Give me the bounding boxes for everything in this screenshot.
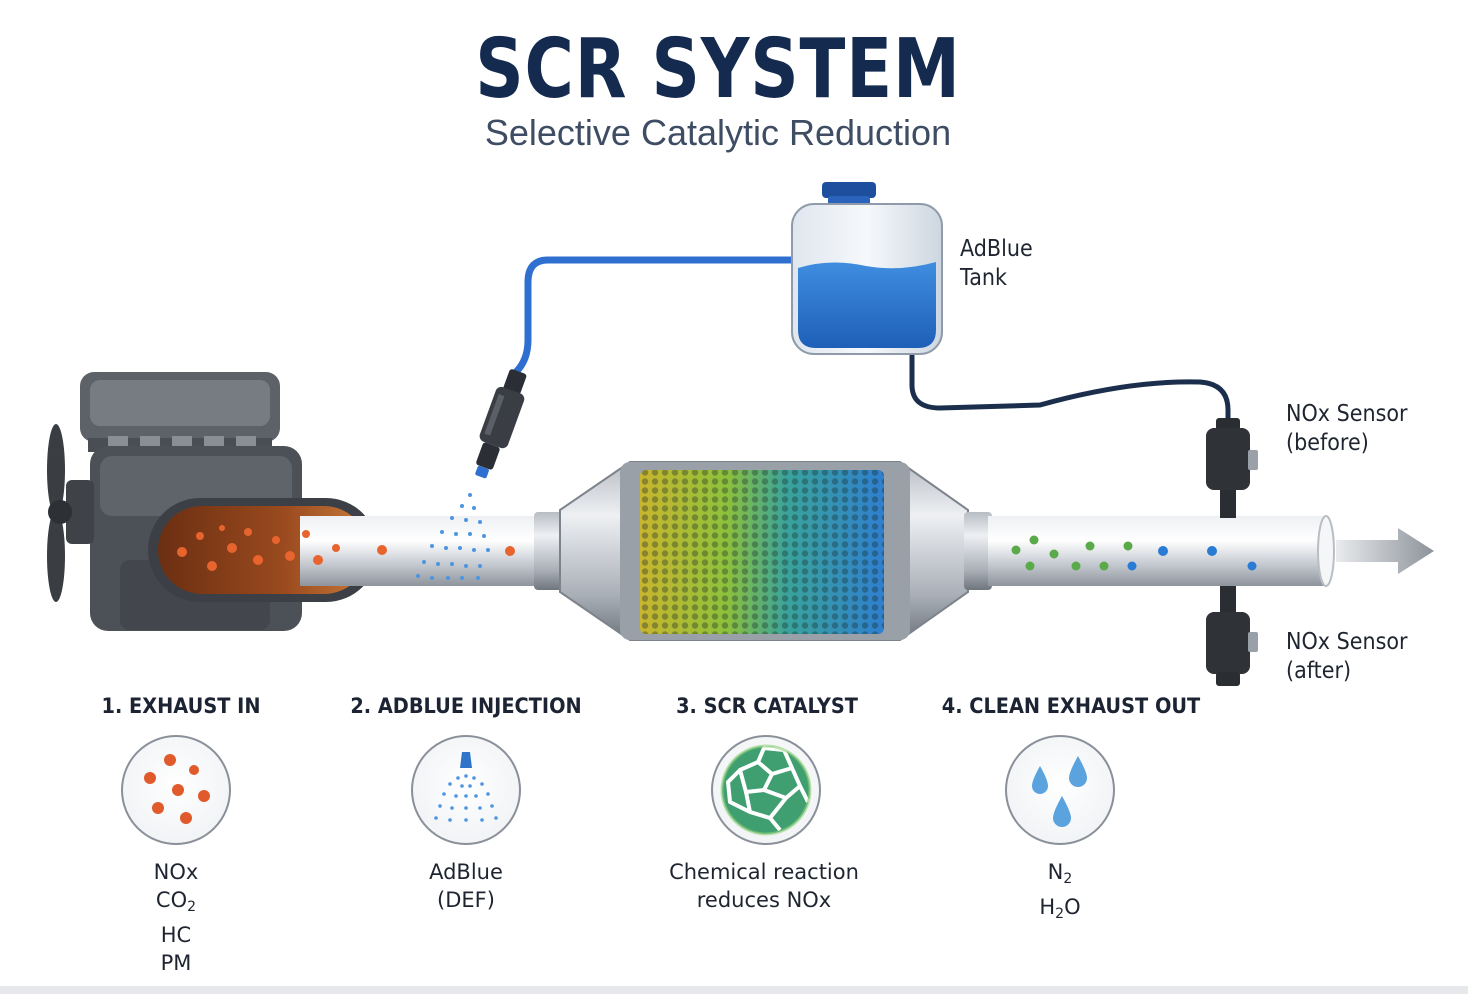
caption-reaction-line1: Chemical reaction: [669, 860, 859, 884]
adblue-tank-label-line2: Tank: [960, 265, 1008, 291]
scr-catalyst: [534, 461, 992, 641]
sensor-wire: [909, 347, 1231, 428]
icon-clean-exhaust: [1005, 735, 1115, 845]
step-title-scr-catalyst: 3. SCR CATALYST: [676, 694, 858, 718]
adblue-tank: [791, 182, 943, 355]
icon-exhaust-in: [121, 735, 231, 845]
adblue-tank-label: AdBlue Tank: [960, 235, 1033, 293]
nox-sensor-after-line1: NOx Sensor: [1286, 629, 1408, 655]
caption-def: (DEF): [437, 888, 495, 912]
exhaust-pipe-outlet: [988, 516, 1326, 586]
engine: [47, 372, 378, 631]
caption-co2: CO2: [155, 888, 197, 915]
nox-sensor-before-label: NOx Sensor (before): [1286, 400, 1408, 458]
adblue-injector: [475, 369, 527, 479]
caption-adblue: AdBlue: [429, 860, 503, 884]
caption-hc: HC: [160, 923, 192, 947]
page-title: SCR SYSTEM: [475, 22, 961, 117]
caption-scr-catalyst: Chemical reaction reduces NOx: [669, 858, 859, 914]
icon-scr-catalyst: [711, 735, 821, 845]
nox-sensor-before-line2: (before): [1286, 430, 1369, 456]
caption-exhaust-in: NOx CO2 HC PM: [154, 858, 199, 977]
nox-sensor-after: [1206, 586, 1258, 686]
step-title-exhaust-in: 1. EXHAUST IN: [101, 694, 261, 718]
caption-pm: PM: [160, 951, 192, 975]
step-title-adblue-injection: 2. ADBLUE INJECTION: [350, 694, 582, 718]
caption-nox: NOx: [153, 860, 199, 884]
caption-reaction-line2: reduces NOx: [696, 888, 832, 912]
nox-sensor-after-line2: (after): [1286, 658, 1352, 684]
exhaust-out-arrow: [1336, 528, 1434, 574]
caption-clean-exhaust: N2 H2O: [1039, 858, 1080, 928]
exhaust-particles: [177, 525, 515, 571]
clean-exhaust-particles: [1011, 535, 1257, 571]
adblue-supply-line: [512, 256, 804, 376]
page-subtitle: Selective Catalytic Reduction: [484, 112, 952, 153]
adblue-tank-label-line1: AdBlue: [960, 236, 1033, 262]
caption-adblue-injection: AdBlue (DEF): [429, 858, 503, 914]
nox-sensor-before-line1: NOx Sensor: [1286, 401, 1408, 427]
caption-h2o: H2O: [1039, 895, 1081, 922]
step-title-clean-exhaust-out: 4. CLEAN EXHAUST OUT: [941, 694, 1201, 718]
nox-sensor-after-label: NOx Sensor (after): [1286, 628, 1408, 686]
nox-sensor-before: [1206, 418, 1258, 518]
caption-n2: N2: [1047, 860, 1073, 887]
adblue-spray: [416, 493, 490, 580]
icon-adblue-injection: [411, 735, 521, 845]
bottom-divider: [0, 986, 1468, 994]
